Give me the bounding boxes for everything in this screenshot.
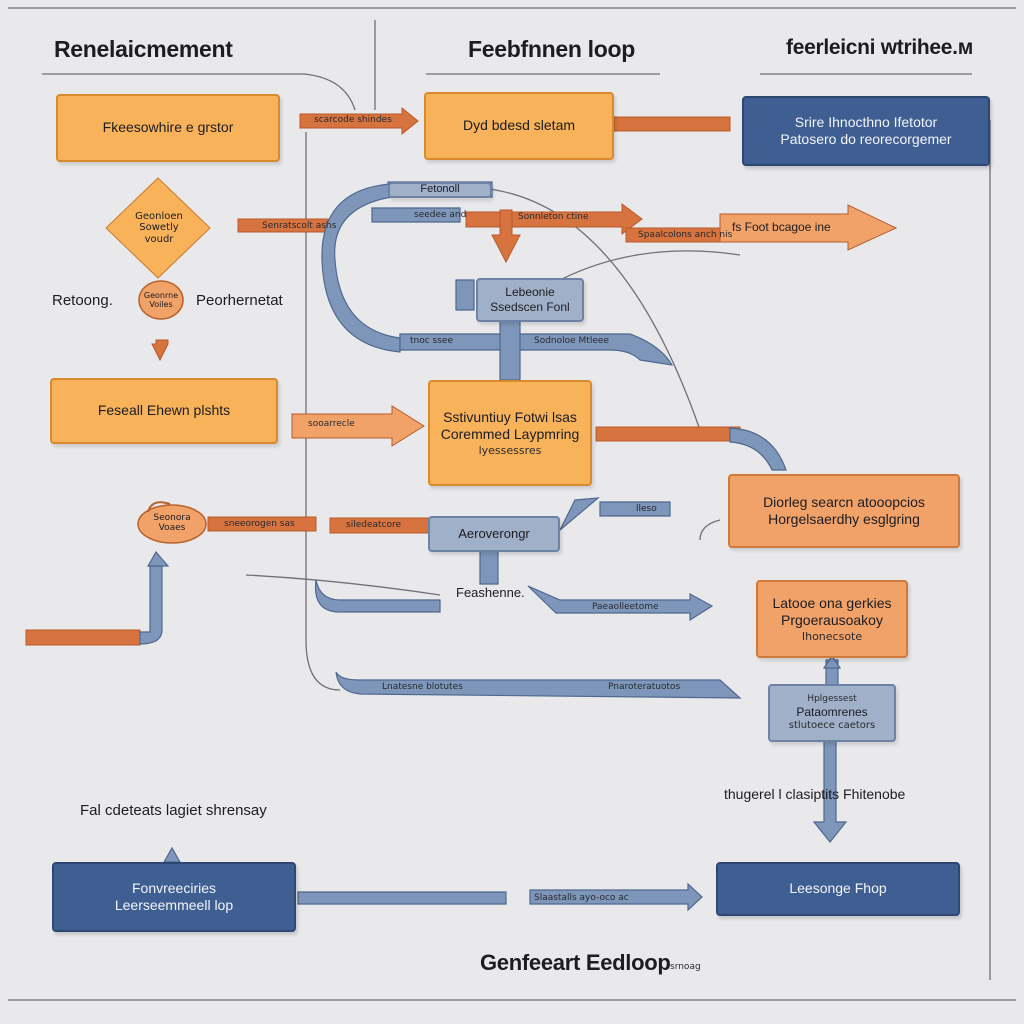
diamond-line3: voudr [144,233,174,245]
arrow-label-2: seedee and [414,210,467,220]
box-middle-center-line2: Coremmed Laypmring [440,426,580,443]
heading-left: Renelaicmement [54,36,233,62]
arrow-label-16: srnoag [670,962,701,972]
arrow-label-11: siledeatcore [346,520,402,530]
arrow-label-1: scarcode shindes [314,115,392,125]
arrow-label-4: Sonnleton ctine [518,212,589,222]
arrow-label-5: fs Foot bcagoe ine [732,220,831,234]
arrow-label-14: Pnaroteratuotos [608,682,681,692]
arrow-label-13: Lnatesne blotutes [382,682,463,692]
box-right-small-line2: Pataomrenes [796,704,868,719]
box-right-small-line3: stlutoece caetors [788,719,876,731]
box-bottom-left: Fonvreeciries Leerseemmeell lop [52,862,296,932]
box-top-right-line1: Srire Ihnocthno Ifetotor [794,113,938,130]
box-top-right-line2: Patosero do reorecorgemer [780,131,952,147]
left-text-2: Peorhernetat [196,292,283,309]
lower-circle-label: Seonora Voaes [140,510,204,538]
left-text-3: Fal cdeteats lagiet shrensay [80,802,267,819]
box-middle-left: Feseall Ehewn plshts [50,378,278,444]
box-middle-center: Sstivuntiuy Fotwi lsas Coremmed Laypmrin… [428,380,592,486]
box-top-left: Fkeesowhire e grstor [56,94,280,162]
lower-circle-line2: Voaes [158,523,186,533]
left-text-1: Retoong. [52,292,113,309]
box-top-right: Srire Ihnocthno Ifetotor Patosero do reo… [742,96,990,166]
arrow-label-9: sooarrecle [308,419,355,429]
left-circle-line1: Geonrne [143,291,179,301]
diamond-line1: Geonloen [135,210,183,222]
box-slate-small: Fetonoll [388,182,492,198]
box-slate-small-text: Fetonoll [420,183,460,196]
arrow-label-12: Paeaolleetome [592,602,659,612]
box-slate-upper: Lebeonie Ssedscen Fonl [476,278,584,322]
feedback-text: Feashenne. [456,585,525,600]
box-middle-center-line1: Sstivuntiuy Fotwi lsas [443,408,577,425]
box-slate-upper-line1: Lebeonie [505,285,555,299]
arrow-label-7: tnoc ssee [410,336,454,346]
diamond-label: Geonloen Sowetly voudr [118,206,200,250]
box-right-lower-line2: Prgoerausoakoy [781,612,883,629]
box-bottom-right-text: Leesonge Fhop [789,880,887,897]
arrow-label-10: sneeorogen sas [224,519,295,529]
circle-nodes [137,280,207,544]
arrow-label-6: Spaalcolons anch nis [638,230,733,240]
box-right-mid-line1: Diorleg searcn atooopcios [763,493,925,510]
slate-arrows [139,181,848,912]
left-circle-line2: Voiles [149,300,173,309]
box-slate-lower-text: Aeroverongr [458,525,530,541]
orange-arrows [25,106,898,646]
lower-circle-line1: Seonora [153,513,191,524]
box-top-center: Dyd bdesd sletam [424,92,614,160]
diamond-line2: Sowetly [139,222,179,234]
box-slate-upper-line2: Ssedscen Fonl [490,300,570,314]
box-right-small-line1: Нрlgessest [807,693,857,704]
arrow-label-15: Slaastalls ayo-oco ac [534,893,629,903]
box-bottom-left-line2: Leerseemmeell lop [114,897,234,913]
right-text-1: thugerel l clasiptits Fhitenobe [724,786,906,802]
box-right-mid-line2: Horgelsaerdhy esglgring [768,511,920,527]
frame-lines [8,7,1016,1001]
box-right-small: Нрlgessest Pataomrenes stlutoece caetors [768,684,896,742]
box-right-lower-line1: Latooe ona gerkies [772,594,892,611]
box-middle-center-line3: lyessessres [478,443,542,457]
box-bottom-left-line1: Fonvreeciries [131,879,217,896]
box-right-lower-line3: Ihonecsote [801,629,863,643]
heading-right: feerleicni wtrihee.м [786,36,973,59]
box-slate-lower: Aeroverongr [428,516,560,552]
box-right-lower: Latooe ona gerkies Prgoerausoakoy Ihonec… [756,580,908,658]
heading-bottom: Genfeeart Eedloop [480,950,671,975]
arrow-label-8: Sodnoloe Mtleee [534,336,609,346]
box-top-left-text: Fkeesowhire e grstor [102,119,234,136]
box-right-mid: Diorleg searcn atooopcios Horgelsaerdhy … [728,474,960,548]
box-top-center-text: Dyd bdesd sletam [462,117,576,134]
box-bottom-right: Leesonge Fhop [716,862,960,916]
heading-center: Feebfnnen loop [468,36,636,62]
arrow-label-3: Senratscolt ashs [262,221,337,231]
left-circle-label: Geonrne Voiles [139,288,183,314]
box-middle-left-text: Feseall Ehewn plshts [97,402,231,419]
slate-tab-label: lleso [636,504,657,514]
